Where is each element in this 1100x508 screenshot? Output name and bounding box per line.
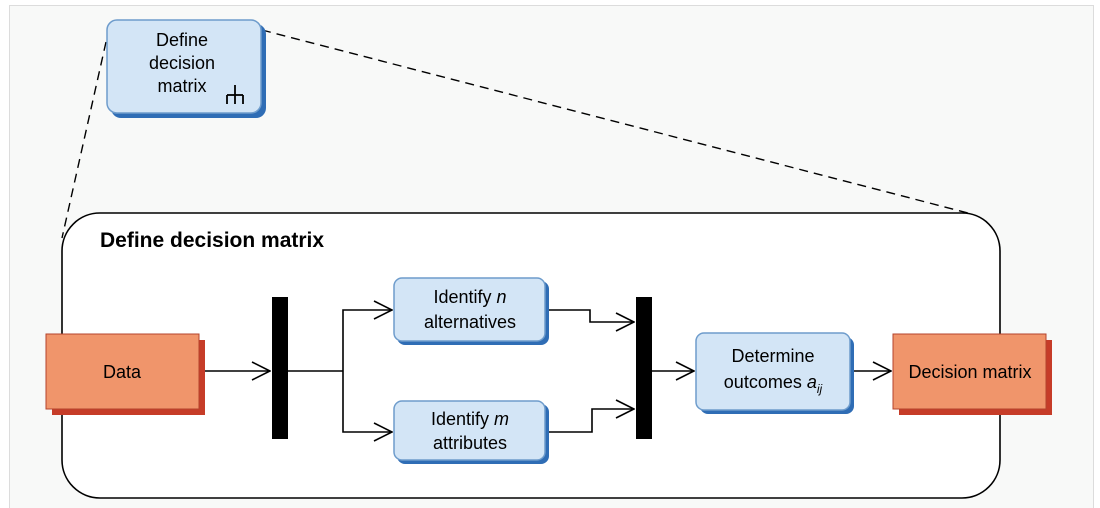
activity-identify-alternatives-line1: Identify n (433, 287, 506, 307)
activity-identify-attributes-line1: Identify m (431, 409, 509, 429)
activity-determine-outcomes-line2: outcomes aij (724, 372, 823, 396)
activity-identify-attributes[interactable]: Identify m attributes (393, 400, 549, 464)
fork-bar (272, 297, 288, 439)
activity-determine-outcomes[interactable]: Determine outcomes aij (695, 332, 854, 414)
container-title: Define decision matrix (100, 229, 324, 252)
zoom-line-right (261, 29, 969, 214)
activity-identify-attributes-line2: attributes (433, 433, 507, 453)
rake-icon (226, 85, 244, 104)
flow-attributes-to-join (549, 409, 634, 433)
activity-identify-alternatives[interactable]: Identify n alternatives (393, 277, 549, 345)
join-bar (636, 297, 652, 439)
header-node-line3: matrix (158, 76, 207, 96)
header-subprocess-node[interactable]: Define decision matrix (106, 19, 266, 118)
header-node-line2: decision (149, 53, 215, 73)
activity-determine-outcomes-line1: Determine (731, 346, 814, 366)
activity-identify-alternatives-line2: alternatives (424, 312, 516, 332)
output-object-label: Decision matrix (908, 362, 1031, 382)
input-object-data[interactable]: Data (45, 333, 205, 415)
flow-alternatives-to-join (549, 309, 634, 322)
header-node-line1: Define (156, 30, 208, 50)
flow-fork-to-alternatives (342, 310, 392, 371)
input-object-label: Data (103, 362, 142, 382)
flow-fork-to-attributes (342, 371, 392, 432)
zoom-line-left (61, 41, 107, 239)
output-object-decision-matrix[interactable]: Decision matrix (892, 333, 1052, 415)
